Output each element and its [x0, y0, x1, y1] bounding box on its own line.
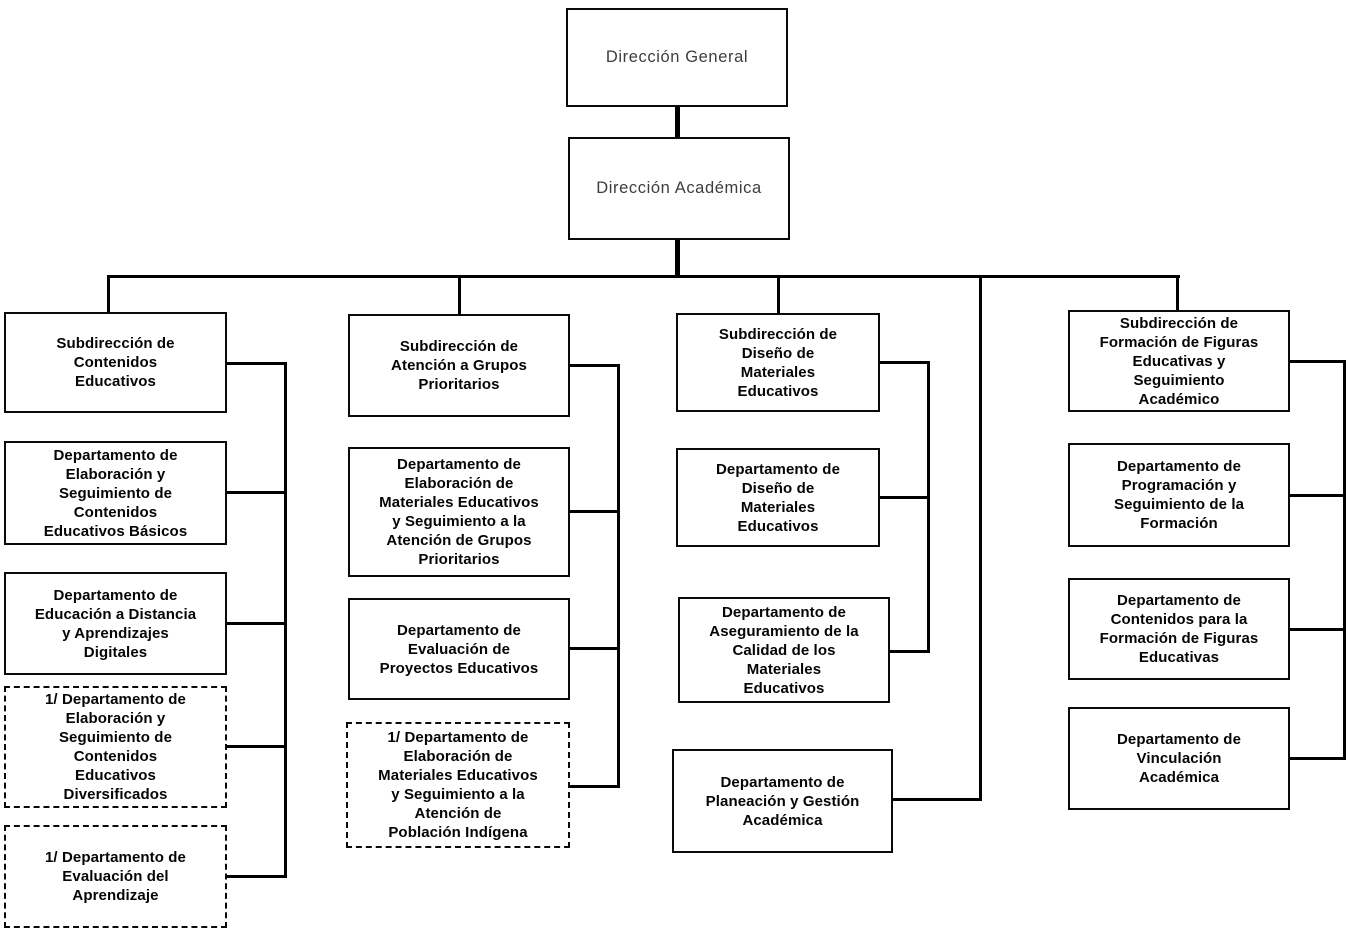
connector-stub-planeacion [891, 798, 982, 801]
box-depto-diseno-materiales: Departamento de Diseño de Materiales Edu… [676, 448, 880, 547]
connector-stub-col1-5 [226, 875, 287, 878]
connector-stub-col4-4 [1289, 757, 1346, 760]
box-subdireccion-diseno-materiales: Subdirección de Diseño de Materiales Edu… [676, 313, 880, 412]
connector-academica-trunk [675, 239, 680, 277]
connector-stub-col1-4 [226, 745, 287, 748]
box-subdireccion-contenidos-educativos: Subdirección de Contenidos Educativos [4, 312, 227, 413]
box-depto-contenidos-formacion-figuras: Departamento de Contenidos para la Forma… [1068, 578, 1290, 680]
connector-stub-col4-1 [1289, 360, 1346, 363]
connector-stub-col1-3 [226, 622, 287, 625]
box-depto-evaluacion-aprendizaje: 1/ Departamento de Evaluación del Aprend… [4, 825, 227, 928]
box-depto-contenidos-diversificados: 1/ Departamento de Elaboración y Seguimi… [4, 686, 227, 808]
connector-main-horizontal [107, 275, 1180, 278]
box-depto-planeacion-gestion: Departamento de Planeación y Gestión Aca… [672, 749, 893, 853]
connector-stub-col3-2 [879, 496, 930, 499]
box-subdireccion-formacion-figuras: Subdirección de Formación de Figuras Edu… [1068, 310, 1290, 412]
connector-stub-col1-2 [226, 491, 287, 494]
connector-stub-col2-4 [569, 785, 620, 788]
connector-drop-col1 [107, 275, 110, 313]
box-depto-programacion-seguimiento: Departamento de Programación y Seguimien… [1068, 443, 1290, 547]
box-direccion-academica: Dirección Académica [568, 137, 790, 240]
connector-spine-col4 [1343, 360, 1346, 760]
box-depto-vinculacion-academica: Departamento de Vinculación Académica [1068, 707, 1290, 810]
connector-general-academica [675, 106, 680, 139]
connector-drop-col4 [1176, 275, 1179, 311]
box-depto-aseguramiento-calidad: Departamento de Aseguramiento de la Cali… [678, 597, 890, 703]
connector-spine-col3 [927, 361, 930, 653]
box-depto-contenidos-educativos-basicos: Departamento de Elaboración y Seguimient… [4, 441, 227, 545]
connector-drop-col2 [458, 275, 461, 315]
connector-stub-col3-3 [889, 650, 930, 653]
connector-stub-col4-3 [1289, 628, 1346, 631]
connector-stub-col3-1 [879, 361, 930, 364]
connector-stub-col2-3 [569, 647, 620, 650]
box-depto-educacion-distancia: Departamento de Educación a Distancia y … [4, 572, 227, 675]
connector-stub-col2-2 [569, 510, 620, 513]
connector-stub-col2-1 [569, 364, 620, 367]
box-direccion-general: Dirección General [566, 8, 788, 107]
box-depto-evaluacion-proyectos: Departamento de Evaluación de Proyectos … [348, 598, 570, 700]
connector-spine-col1 [284, 362, 287, 878]
box-subdireccion-atencion-grupos: Subdirección de Atención a Grupos Priori… [348, 314, 570, 417]
connector-drop-planeacion [979, 275, 982, 801]
connector-spine-col2 [617, 364, 620, 788]
connector-drop-col3 [777, 275, 780, 314]
connector-stub-col1-1 [226, 362, 287, 365]
connector-stub-col4-2 [1289, 494, 1346, 497]
box-depto-materiales-poblacion-indigena: 1/ Departamento de Elaboración de Materi… [346, 722, 570, 848]
box-depto-materiales-grupos-prioritarios: Departamento de Elaboración de Materiale… [348, 447, 570, 577]
